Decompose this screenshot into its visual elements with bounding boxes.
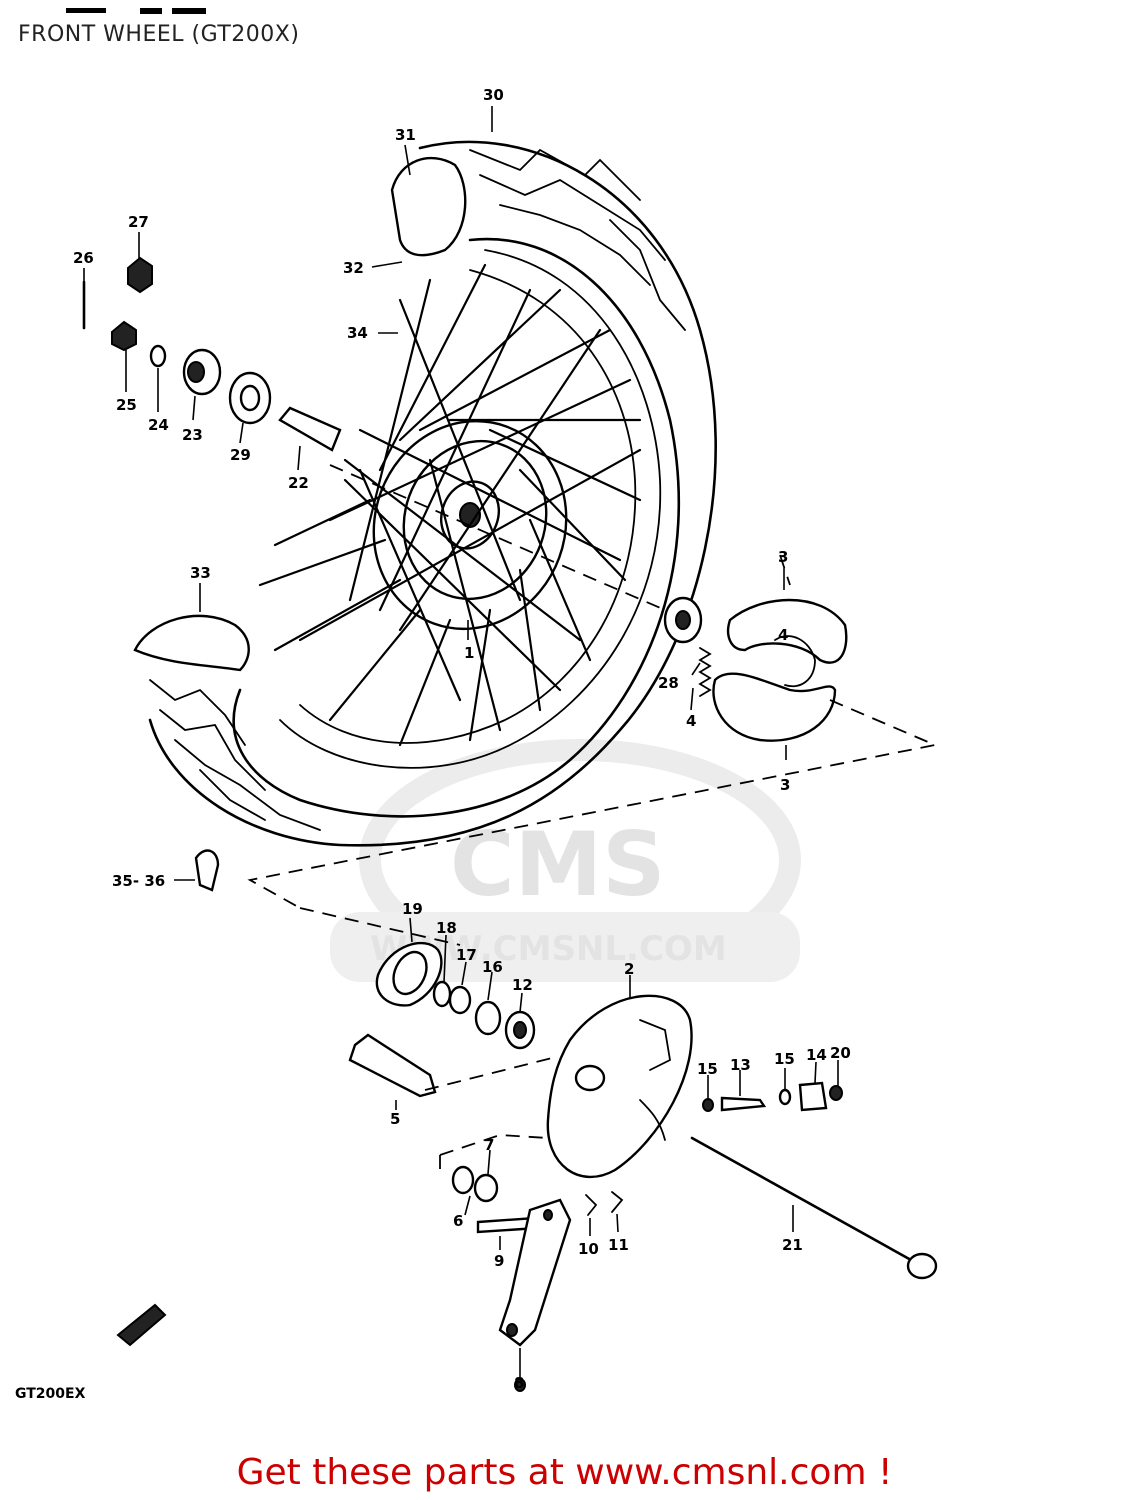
callout-30: 30 [483, 86, 504, 104]
callout-3-upper: 3 [778, 548, 788, 566]
callout-7: 7 [484, 1136, 494, 1154]
brake-shoe-upper [726, 598, 848, 664]
brake-spring-upper [774, 635, 816, 688]
callout-6: 6 [453, 1212, 463, 1230]
callout-25: 25 [116, 396, 137, 414]
callout-32: 32 [343, 259, 364, 277]
watermark-brand: CMS [450, 813, 666, 916]
part-15b-oring [778, 1088, 792, 1106]
watermark: CMS WWW.CMSNL.COM [330, 739, 801, 982]
callout-10: 10 [578, 1240, 599, 1258]
brake-shoes [663, 596, 848, 742]
tyre-inner-arc [232, 237, 681, 818]
part-2-brake-panel [546, 994, 693, 1179]
callout-33: 33 [190, 564, 211, 582]
callout-5: 5 [390, 1110, 400, 1128]
part-18-ring [432, 980, 452, 1008]
callout-19: 19 [402, 900, 423, 918]
callout-26: 26 [73, 249, 94, 267]
callout-17: 17 [456, 946, 477, 964]
callout-20: 20 [830, 1044, 851, 1062]
callout-2: 2 [624, 960, 634, 978]
callout-18: 18 [436, 919, 457, 937]
direction-arrow [116, 1303, 167, 1347]
callout-28: 28 [658, 674, 679, 692]
tyre-tread-top [469, 148, 686, 331]
tyre-outer-arc [148, 140, 717, 847]
part-4-spring [698, 647, 712, 697]
part-6-oring [473, 1173, 499, 1203]
callout-34: 34 [347, 324, 368, 342]
brake-panel-assembly [116, 849, 938, 1392]
footer-parts-link[interactable]: Get these parts at www.cmsnl.com ! [236, 1452, 893, 1493]
diagram-title: FRONT WHEEL (GT200X) [18, 22, 300, 47]
part-21-axle [690, 1136, 922, 1267]
callout-24: 24 [148, 416, 169, 434]
left-axle-parts [82, 256, 342, 452]
wheel-assembly [133, 140, 717, 847]
model-code: GT200EX [15, 1386, 86, 1402]
part-22-axle-spacer [278, 406, 342, 452]
part-7-washer [451, 1165, 475, 1195]
callout-21: 21 [782, 1236, 803, 1254]
callout-29: 29 [230, 446, 251, 464]
callout-27: 27 [128, 213, 149, 231]
callout-35-36: 35- 36 [112, 872, 165, 890]
brake-shoe-lower [712, 672, 837, 742]
callout-15-right: 15 [774, 1050, 795, 1068]
callout-22: 22 [288, 474, 309, 492]
callout-11: 11 [608, 1236, 629, 1254]
tyre-tread-bottom [149, 679, 321, 831]
callout-9: 9 [494, 1252, 504, 1270]
part-16-gear [474, 1000, 502, 1036]
callout-31: 31 [395, 126, 416, 144]
callout-13: 13 [730, 1056, 751, 1074]
callout-14: 14 [806, 1046, 827, 1064]
part-5-spacer [348, 1033, 437, 1098]
tyre-section-top [390, 156, 467, 257]
part-13-pin [720, 1096, 767, 1112]
callout-16: 16 [482, 958, 503, 976]
callout-4-lower: 4 [686, 712, 696, 730]
part-15-oring [702, 1098, 714, 1112]
callout-labels: 30 31 32 27 26 34 25 24 23 29 22 33 1 3 … [15, 86, 851, 1402]
part-20-nut [829, 1085, 843, 1101]
callout-23: 23 [182, 426, 203, 444]
spokes [258, 263, 642, 747]
callout-15-left: 15 [697, 1060, 718, 1078]
part-24-washer [149, 344, 167, 368]
part-14-cap [798, 1081, 828, 1112]
callout-4-upper: 4 [778, 626, 788, 644]
part-27-nut [127, 256, 153, 294]
tyre-section-bottom [133, 614, 250, 672]
part-10-clip [585, 1194, 598, 1216]
part-35-36-clip [194, 849, 220, 892]
callout-12: 12 [512, 976, 533, 994]
leader-lines [83, 106, 939, 1378]
part-25-nut [111, 320, 137, 352]
part-17-washer [448, 985, 472, 1015]
brake-cam-lever [498, 1198, 572, 1347]
header-remnant [66, 8, 206, 14]
part-8-nut [514, 1378, 526, 1392]
callout-8: 8 [514, 1374, 524, 1392]
part-11-clip [611, 1191, 624, 1213]
callout-3-lower: 3 [780, 776, 790, 794]
callout-1: 1 [464, 644, 474, 662]
hub-bore [459, 502, 481, 528]
